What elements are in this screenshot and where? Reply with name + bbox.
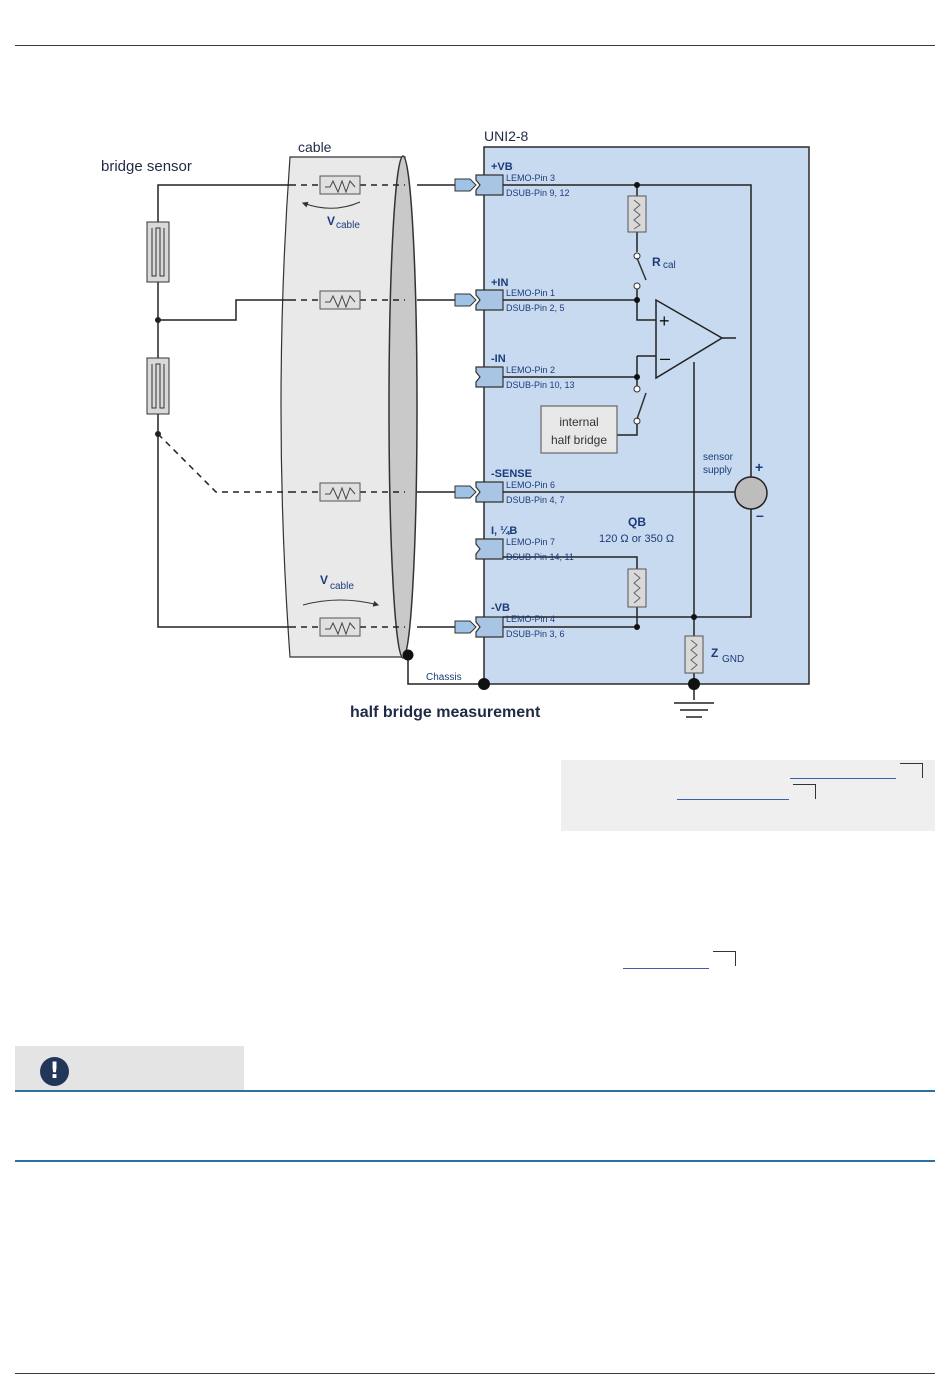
ground-symbol bbox=[674, 702, 714, 718]
page-reference-icon[interactable] bbox=[900, 763, 923, 778]
r-cal-sub: cal bbox=[663, 260, 676, 271]
sensor-supply-source bbox=[734, 476, 768, 510]
pin-in-plus: +IN LEMO-Pin 1 DSUB-Pin 2, 5 bbox=[491, 277, 565, 313]
cross-reference-link-2[interactable] bbox=[677, 799, 789, 800]
internal-half-bridge-box bbox=[540, 405, 618, 454]
pin-lemo: LEMO-Pin 6 bbox=[506, 480, 555, 490]
bridge-sensor-label: bridge sensor bbox=[101, 158, 192, 175]
v-cable-bottom-sub: cable bbox=[330, 581, 354, 592]
pin-in-minus: -IN LEMO-Pin 2 DSUB-Pin 10, 13 bbox=[491, 353, 575, 390]
internal-label-2: half bridge bbox=[551, 433, 607, 447]
attention-top-rule bbox=[15, 1090, 935, 1092]
pin-dsub: DSUB-Pin 2, 5 bbox=[506, 303, 565, 313]
diagram-title: half bridge measurement bbox=[350, 704, 541, 721]
cable-conductors bbox=[290, 184, 405, 628]
pin-sense: -SENSE LEMO-Pin 6 DSUB-Pin 4, 7 bbox=[491, 468, 565, 505]
sockets bbox=[475, 174, 504, 638]
pin-name: -IN bbox=[491, 353, 506, 365]
pin-lemo: LEMO-Pin 1 bbox=[506, 288, 555, 298]
v-cable-top-sub: cable bbox=[336, 220, 360, 231]
dashed-sense-link bbox=[157, 433, 290, 493]
pin-lemo: LEMO-Pin 4 bbox=[506, 614, 555, 624]
qb-label: QB bbox=[628, 515, 646, 529]
v-cable-bottom-main: V bbox=[320, 573, 328, 587]
plugs bbox=[454, 178, 477, 634]
supply-plus: + bbox=[755, 459, 763, 475]
nodes bbox=[402, 182, 700, 690]
pin-name: -SENSE bbox=[491, 468, 532, 480]
pin-lemo: LEMO-Pin 2 bbox=[506, 365, 555, 375]
cross-reference-link-1[interactable] bbox=[790, 778, 896, 779]
v-cable-top-main: V bbox=[327, 214, 335, 228]
bridge-resistor-lower bbox=[146, 357, 170, 415]
connector-wires bbox=[417, 184, 455, 628]
sensor-supply-label-2: supply bbox=[703, 465, 732, 476]
pin-name: +IN bbox=[491, 277, 508, 289]
sensor-supply-label-1: sensor bbox=[703, 452, 734, 463]
z-gnd-sub: GND bbox=[722, 654, 744, 665]
pin-lemo: LEMO-Pin 3 bbox=[506, 173, 555, 183]
sensor-wires bbox=[157, 184, 290, 628]
cable-body bbox=[280, 155, 418, 659]
pin-dsub: DSUB-Pin 14, 11 bbox=[506, 552, 574, 562]
pin-lemo: LEMO-Pin 7 bbox=[506, 537, 555, 547]
internal-label-1: internal bbox=[559, 415, 598, 429]
pin-name: -VB bbox=[491, 602, 510, 614]
pin-vb-minus: -VB LEMO-Pin 4 DSUB-Pin 3, 6 bbox=[491, 602, 565, 639]
pin-dsub: DSUB-Pin 10, 13 bbox=[506, 380, 575, 390]
op-amp bbox=[655, 298, 724, 380]
op-amp-plus: + bbox=[659, 311, 670, 331]
r-cal-main: R bbox=[652, 255, 661, 269]
cable-resistors bbox=[319, 175, 361, 637]
op-amp-minus: – bbox=[660, 348, 670, 368]
exclamation-icon: ! bbox=[40, 1057, 69, 1086]
cross-reference-link-3[interactable] bbox=[623, 968, 709, 969]
z-gnd-main: Z bbox=[711, 646, 718, 660]
internal-wires bbox=[407, 184, 752, 700]
qb-values: 120 Ω or 350 Ω bbox=[599, 533, 674, 545]
pin-name: I, ¼B bbox=[491, 525, 517, 537]
chassis-label: Chassis bbox=[426, 672, 462, 683]
pin-vb: +VB LEMO-Pin 3 DSUB-Pin 9, 12 bbox=[491, 161, 570, 198]
attention-bottom-rule bbox=[15, 1160, 935, 1162]
footer-rule bbox=[15, 1373, 935, 1374]
header-rule bbox=[15, 45, 935, 46]
page-reference-icon[interactable] bbox=[793, 784, 816, 799]
page-reference-icon[interactable] bbox=[713, 951, 736, 966]
pin-quarter-bridge: I, ¼B LEMO-Pin 7 DSUB-Pin 14, 11 bbox=[491, 525, 574, 562]
attention-header: ! bbox=[15, 1046, 244, 1090]
half-bridge-diagram: + – internal half bridge bridge sensor c… bbox=[101, 128, 810, 721]
pin-dsub: DSUB-Pin 3, 6 bbox=[506, 629, 565, 639]
pin-dsub: DSUB-Pin 4, 7 bbox=[506, 495, 565, 505]
cable-resistor-zigzags bbox=[325, 179, 356, 636]
cable-label: cable bbox=[298, 139, 332, 155]
pin-name: +VB bbox=[491, 161, 513, 173]
bridge-resistor-upper bbox=[146, 221, 170, 283]
supply-minus: – bbox=[756, 507, 764, 523]
note-box bbox=[561, 760, 935, 831]
device-label: UNI2-8 bbox=[484, 128, 529, 144]
pin-dsub: DSUB-Pin 9, 12 bbox=[506, 188, 570, 198]
